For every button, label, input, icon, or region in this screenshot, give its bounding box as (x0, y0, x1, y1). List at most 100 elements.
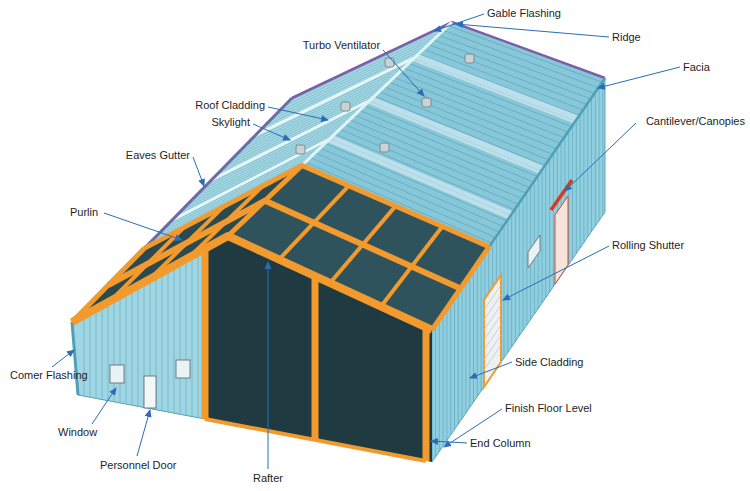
rib-line (435, 325, 436, 457)
rib-line (96, 311, 97, 398)
part-label: Comer Flashing (10, 369, 88, 382)
part-label: Gable Flashing (487, 7, 561, 20)
rib-line (274, 40, 434, 117)
part-label: Roof Cladding (195, 99, 265, 112)
window (176, 360, 190, 378)
ventilator (385, 58, 394, 67)
part-label: Cantilever/Canopies (646, 115, 745, 128)
rib-line (595, 92, 596, 226)
personnel-door (144, 376, 156, 408)
rib-line (419, 54, 580, 116)
rib-line (325, 143, 507, 221)
rib-line (572, 125, 573, 259)
rib-line (102, 308, 103, 399)
rib-line (192, 120, 350, 201)
leader-line (193, 157, 204, 186)
rib-line (360, 110, 534, 182)
rib-line (599, 87, 600, 221)
rib-line (283, 30, 443, 106)
ventilator (380, 143, 389, 152)
shutter-slats (484, 285, 501, 370)
rib-line (187, 125, 345, 206)
rib-line (504, 225, 505, 358)
part-label: Window (58, 426, 97, 439)
leader-line (503, 246, 609, 300)
window (110, 365, 124, 383)
rafter (72, 236, 432, 330)
rib-line (443, 314, 444, 446)
ventilator (296, 145, 305, 154)
rib-line (549, 159, 550, 292)
rib-line (454, 297, 455, 429)
rib-line (477, 264, 478, 397)
rib-line (469, 275, 470, 407)
rib-line (196, 115, 354, 195)
leader-line (268, 107, 328, 120)
rib-line (180, 265, 181, 414)
part-label: Eaves Gutter (126, 149, 190, 162)
rib-line (409, 63, 572, 126)
rib-line (138, 288, 139, 406)
rib-line (162, 274, 163, 410)
rib-line (84, 317, 85, 395)
rib-line (168, 271, 169, 411)
end-column (202, 249, 209, 419)
rib-line (132, 291, 133, 404)
rib-line (198, 255, 199, 417)
rib-line (462, 286, 463, 418)
skylight (412, 54, 579, 123)
rib-line (279, 35, 439, 112)
leader-line (383, 50, 424, 96)
rib-line (446, 308, 447, 440)
leader-line (565, 123, 636, 191)
leader-line (104, 213, 182, 240)
rib-line (345, 125, 522, 199)
steel-frame (72, 165, 489, 461)
leader-line (456, 24, 609, 37)
rib-line (114, 301, 115, 401)
rib-line (120, 298, 121, 402)
turbo-ventilators (296, 54, 474, 154)
end-column (312, 276, 319, 440)
rib-line (526, 192, 527, 325)
leader-line (431, 441, 467, 443)
rib-line (186, 261, 187, 414)
eave-beam (432, 247, 489, 330)
leader-line (470, 362, 512, 378)
facia (489, 78, 605, 247)
rib-line (481, 258, 482, 391)
rib-line (259, 54, 418, 131)
base-line (205, 419, 426, 461)
leader-line (253, 124, 290, 140)
rib-line (519, 203, 520, 336)
rib-line (465, 281, 466, 413)
ridge-cap (302, 22, 452, 165)
rib-line (458, 292, 459, 424)
leader-line (92, 388, 116, 424)
rib-line (580, 114, 581, 248)
rib-line (439, 319, 440, 451)
rib-line (542, 170, 543, 303)
rib-line (576, 120, 577, 254)
leader-line (598, 67, 680, 88)
rib-line (507, 220, 508, 353)
rib-line (174, 268, 175, 412)
leader-line (52, 350, 74, 367)
leader-line (268, 262, 269, 469)
part-label: Rafter (253, 472, 283, 485)
ventilator (341, 102, 350, 111)
canopy-door (555, 196, 568, 284)
leader-line (434, 14, 484, 31)
ventilator (465, 54, 474, 63)
part-label: Finish Floor Level (505, 402, 592, 415)
rib-line (450, 303, 451, 435)
rib-line (473, 270, 474, 403)
rib-line (515, 209, 516, 342)
rib-line (602, 81, 603, 215)
rolling-shutter (484, 275, 501, 387)
part-label: Turbo Ventilator (303, 39, 380, 52)
rib-line (424, 49, 583, 110)
rib-line (126, 294, 127, 403)
part-label: Ridge (612, 31, 641, 44)
rib-line (394, 77, 560, 143)
